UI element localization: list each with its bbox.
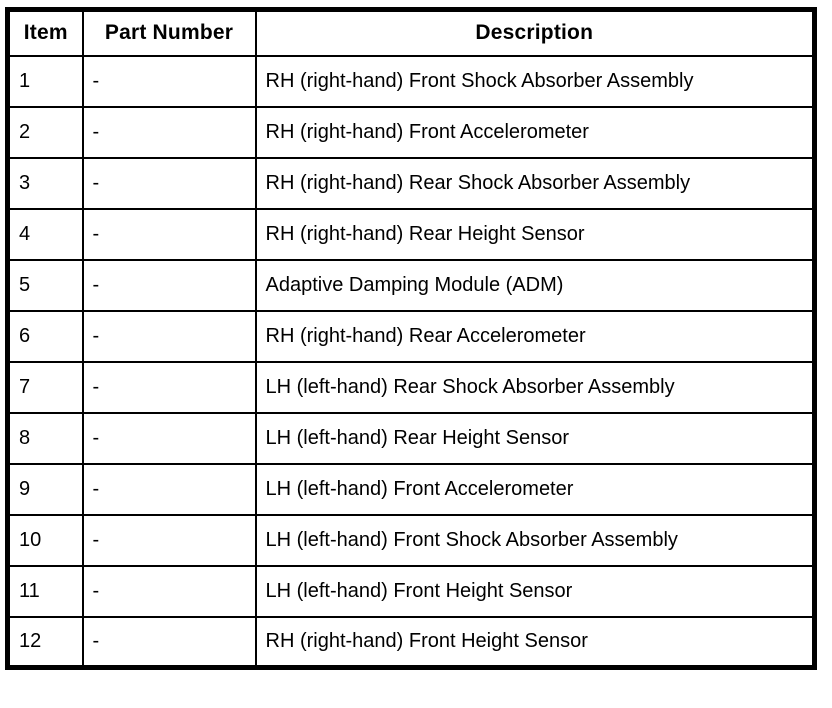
table-row: 6 - RH (right-hand) Rear Accelerometer: [6, 309, 816, 363]
description-cell: LH (left-hand) Rear Shock Absorber Assem…: [254, 360, 816, 414]
item-cell: 11: [6, 564, 84, 618]
description-cell: RH (right-hand) Front Height Sensor: [254, 615, 816, 669]
part-number-cell: -: [81, 360, 257, 414]
item-cell: 3: [6, 156, 84, 210]
part-number-cell: -: [81, 105, 257, 159]
description-cell: LH (left-hand) Front Shock Absorber Asse…: [254, 513, 816, 567]
item-cell: 2: [6, 105, 84, 159]
item-cell: 9: [6, 462, 84, 516]
description-cell: Adaptive Damping Module (ADM): [254, 258, 816, 312]
table-row: 3 - RH (right-hand) Rear Shock Absorber …: [6, 156, 816, 210]
description-cell: RH (right-hand) Rear Height Sensor: [254, 207, 816, 261]
part-number-cell: -: [81, 513, 257, 567]
item-cell: 7: [6, 360, 84, 414]
part-number-cell: -: [81, 309, 257, 363]
item-cell: 1: [6, 54, 84, 108]
header-cell-description: Description: [254, 8, 816, 57]
table-row: 7 - LH (left-hand) Rear Shock Absorber A…: [6, 360, 816, 414]
part-number-cell: -: [81, 207, 257, 261]
item-cell: 8: [6, 411, 84, 465]
table-row: 11 - LH (left-hand) Front Height Sensor: [6, 564, 816, 618]
part-number-cell: -: [81, 615, 257, 669]
description-cell: LH (left-hand) Front Height Sensor: [254, 564, 816, 618]
header-cell-part-number: Part Number: [81, 8, 257, 57]
item-cell: 10: [6, 513, 84, 567]
description-cell: RH (right-hand) Rear Shock Absorber Asse…: [254, 156, 816, 210]
table-row: 4 - RH (right-hand) Rear Height Sensor: [6, 207, 816, 261]
part-number-cell: -: [81, 156, 257, 210]
item-cell: 6: [6, 309, 84, 363]
item-cell: 4: [6, 207, 84, 261]
part-number-cell: -: [81, 258, 257, 312]
table-row: 12 - RH (right-hand) Front Height Sensor: [6, 615, 816, 669]
part-number-cell: -: [81, 54, 257, 108]
part-number-cell: -: [81, 411, 257, 465]
header-row: Item Part Number Description: [6, 8, 816, 57]
table-row: 5 - Adaptive Damping Module (ADM): [6, 258, 816, 312]
header-cell-item: Item: [6, 8, 84, 57]
description-cell: RH (right-hand) Front Shock Absorber Ass…: [254, 54, 816, 108]
table-row: 10 - LH (left-hand) Front Shock Absorber…: [6, 513, 816, 567]
item-cell: 12: [6, 615, 84, 669]
parts-table: Item Part Number Description 1 - RH (rig…: [5, 7, 817, 670]
description-cell: RH (right-hand) Front Accelerometer: [254, 105, 816, 159]
table-row: 1 - RH (right-hand) Front Shock Absorber…: [6, 54, 816, 108]
description-cell: LH (left-hand) Rear Height Sensor: [254, 411, 816, 465]
part-number-cell: -: [81, 564, 257, 618]
description-cell: LH (left-hand) Front Accelerometer: [254, 462, 816, 516]
part-number-cell: -: [81, 462, 257, 516]
table-row: 2 - RH (right-hand) Front Accelerometer: [6, 105, 816, 159]
description-cell: RH (right-hand) Rear Accelerometer: [254, 309, 816, 363]
item-cell: 5: [6, 258, 84, 312]
table-row: 8 - LH (left-hand) Rear Height Sensor: [6, 411, 816, 465]
table-row: 9 - LH (left-hand) Front Accelerometer: [6, 462, 816, 516]
